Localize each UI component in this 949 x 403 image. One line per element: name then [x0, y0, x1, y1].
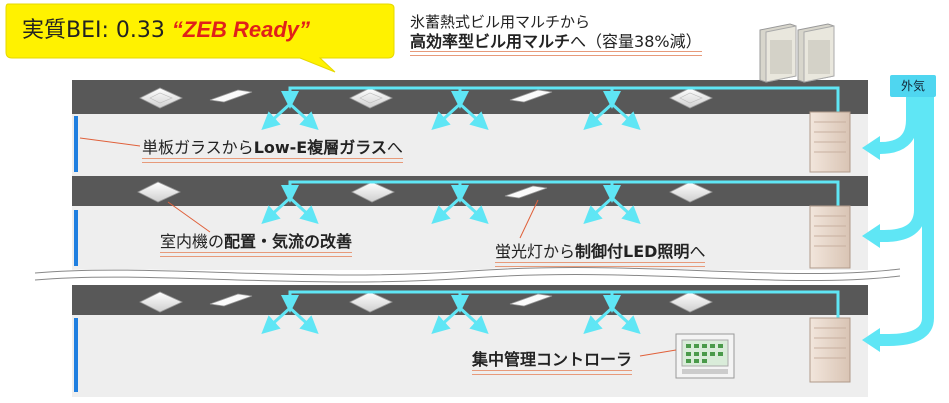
ceiling-cassette-icon — [669, 291, 713, 313]
controller-icon — [675, 333, 735, 379]
label-glass: 単板ガラスからLow-E複層ガラスへ — [142, 134, 403, 163]
top-note-line1: 氷蓄熱式ビル用マルチから — [410, 13, 591, 31]
floor-1-ceiling-equipment — [139, 87, 713, 109]
fluorescent-light-icon — [209, 293, 253, 307]
label-lighting: 蛍光灯から制御付LED照明へ — [495, 238, 706, 267]
label-glass-pre: 単板ガラスから — [142, 138, 254, 157]
floor-2-air-duct — [261, 180, 840, 225]
label-lighting-post: へ — [689, 242, 706, 261]
headline-highlight: “ZEB Ready” — [171, 17, 311, 42]
fluorescent-light-icon — [209, 89, 253, 103]
label-indoor-pre: 室内機の — [160, 232, 225, 251]
ceiling-cassette-icon — [349, 291, 393, 313]
headline: 実質BEI: 0.33 “ZEB Ready” — [22, 12, 310, 44]
top-note-line2-rest: へ（容量38%減） — [570, 32, 702, 51]
label-lighting-pre: 蛍光灯から — [495, 242, 576, 261]
indoor-unit-icon — [809, 205, 851, 269]
outside-air-arrows — [862, 96, 934, 352]
label-indoor-bold: 配置・気流の改善 — [224, 232, 353, 251]
ceiling-cassette-icon — [669, 181, 713, 203]
label-controller-bold: 集中管理コントローラ — [472, 350, 633, 369]
ceiling-cassette-icon — [351, 181, 395, 203]
label-glass-post: へ — [386, 138, 403, 157]
indoor-unit-icon — [809, 111, 851, 173]
fluorescent-light-icon — [509, 293, 553, 307]
ceiling-cassette-icon — [669, 87, 713, 109]
fluorescent-light-icon — [509, 89, 553, 103]
outdoor-unit-icon — [759, 23, 835, 83]
indoor-unit-icon — [809, 317, 851, 383]
break-line — [34, 266, 901, 283]
floor-1 — [72, 80, 868, 176]
top-note: 氷蓄熱式ビル用マルチから 高効率型ビル用マルチへ（容量38%減） — [410, 12, 702, 56]
outside-air-badge: 外気 — [890, 75, 936, 97]
ceiling-cassette-icon — [349, 87, 393, 109]
ceiling-cassette-icon — [137, 181, 181, 203]
top-note-line2: 高効率型ビル用マルチへ（容量38%減） — [410, 32, 702, 56]
floor-1-air-duct — [261, 86, 840, 131]
floor-3-ceiling-equipment — [139, 291, 713, 313]
floor-3 — [72, 285, 868, 397]
label-indoor: 室内機の配置・気流の改善 — [160, 228, 353, 257]
floor-2-ceiling-equipment — [137, 181, 713, 203]
floor-3-air-duct — [261, 290, 840, 335]
ceiling-cassette-icon — [139, 87, 183, 109]
top-note-line2-bold: 高効率型ビル用マルチ — [410, 32, 571, 51]
label-lighting-bold: 制御付LED照明 — [575, 242, 690, 261]
ceiling-cassette-icon — [139, 291, 183, 313]
headline-bubble — [5, 3, 395, 73]
fluorescent-light-icon — [504, 185, 548, 199]
label-controller: 集中管理コントローラ — [472, 346, 633, 375]
label-glass-bold: Low-E複層ガラス — [253, 138, 387, 157]
headline-prefix: 実質BEI: 0.33 — [22, 18, 165, 43]
leader-lines — [79, 137, 677, 357]
